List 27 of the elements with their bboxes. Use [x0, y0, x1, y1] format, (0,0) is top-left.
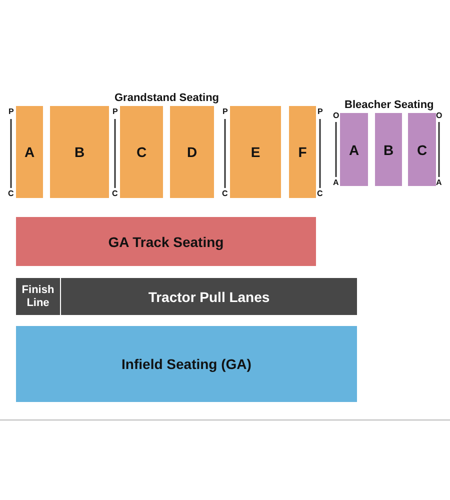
- row-marker: C: [222, 190, 228, 198]
- bleacher-section: A: [340, 113, 368, 186]
- row-marker: O: [333, 112, 340, 120]
- row-marker: P: [222, 108, 228, 116]
- area-heading: Grandstand Seating: [114, 92, 220, 104]
- seating-area: Infield Seating (GA): [16, 326, 357, 402]
- grandstand-section: C: [120, 106, 163, 198]
- row-marker: P: [318, 108, 323, 116]
- row-marker: A: [436, 179, 442, 187]
- row-marker: C: [8, 190, 14, 198]
- row-marker: C: [317, 190, 323, 198]
- grandstand-section: D: [170, 106, 214, 198]
- row-marker: O: [436, 112, 442, 120]
- finish-line-area: Finish Line: [16, 278, 60, 315]
- bleacher-section: C: [408, 113, 436, 186]
- grandstand-section: F: [289, 106, 316, 198]
- lane-area: Tractor Pull Lanes: [61, 278, 357, 315]
- seating-area: GA Track Seating: [16, 217, 316, 266]
- area-heading: Bleacher Seating: [344, 100, 434, 110]
- grandstand-section: E: [230, 106, 281, 198]
- row-marker: C: [112, 190, 118, 198]
- grandstand-section: A: [16, 106, 43, 198]
- bleacher-section: B: [375, 113, 402, 186]
- row-marker: P: [112, 108, 118, 116]
- row-marker: P: [8, 108, 14, 116]
- grandstand-section: B: [50, 106, 109, 198]
- row-marker: A: [333, 179, 339, 187]
